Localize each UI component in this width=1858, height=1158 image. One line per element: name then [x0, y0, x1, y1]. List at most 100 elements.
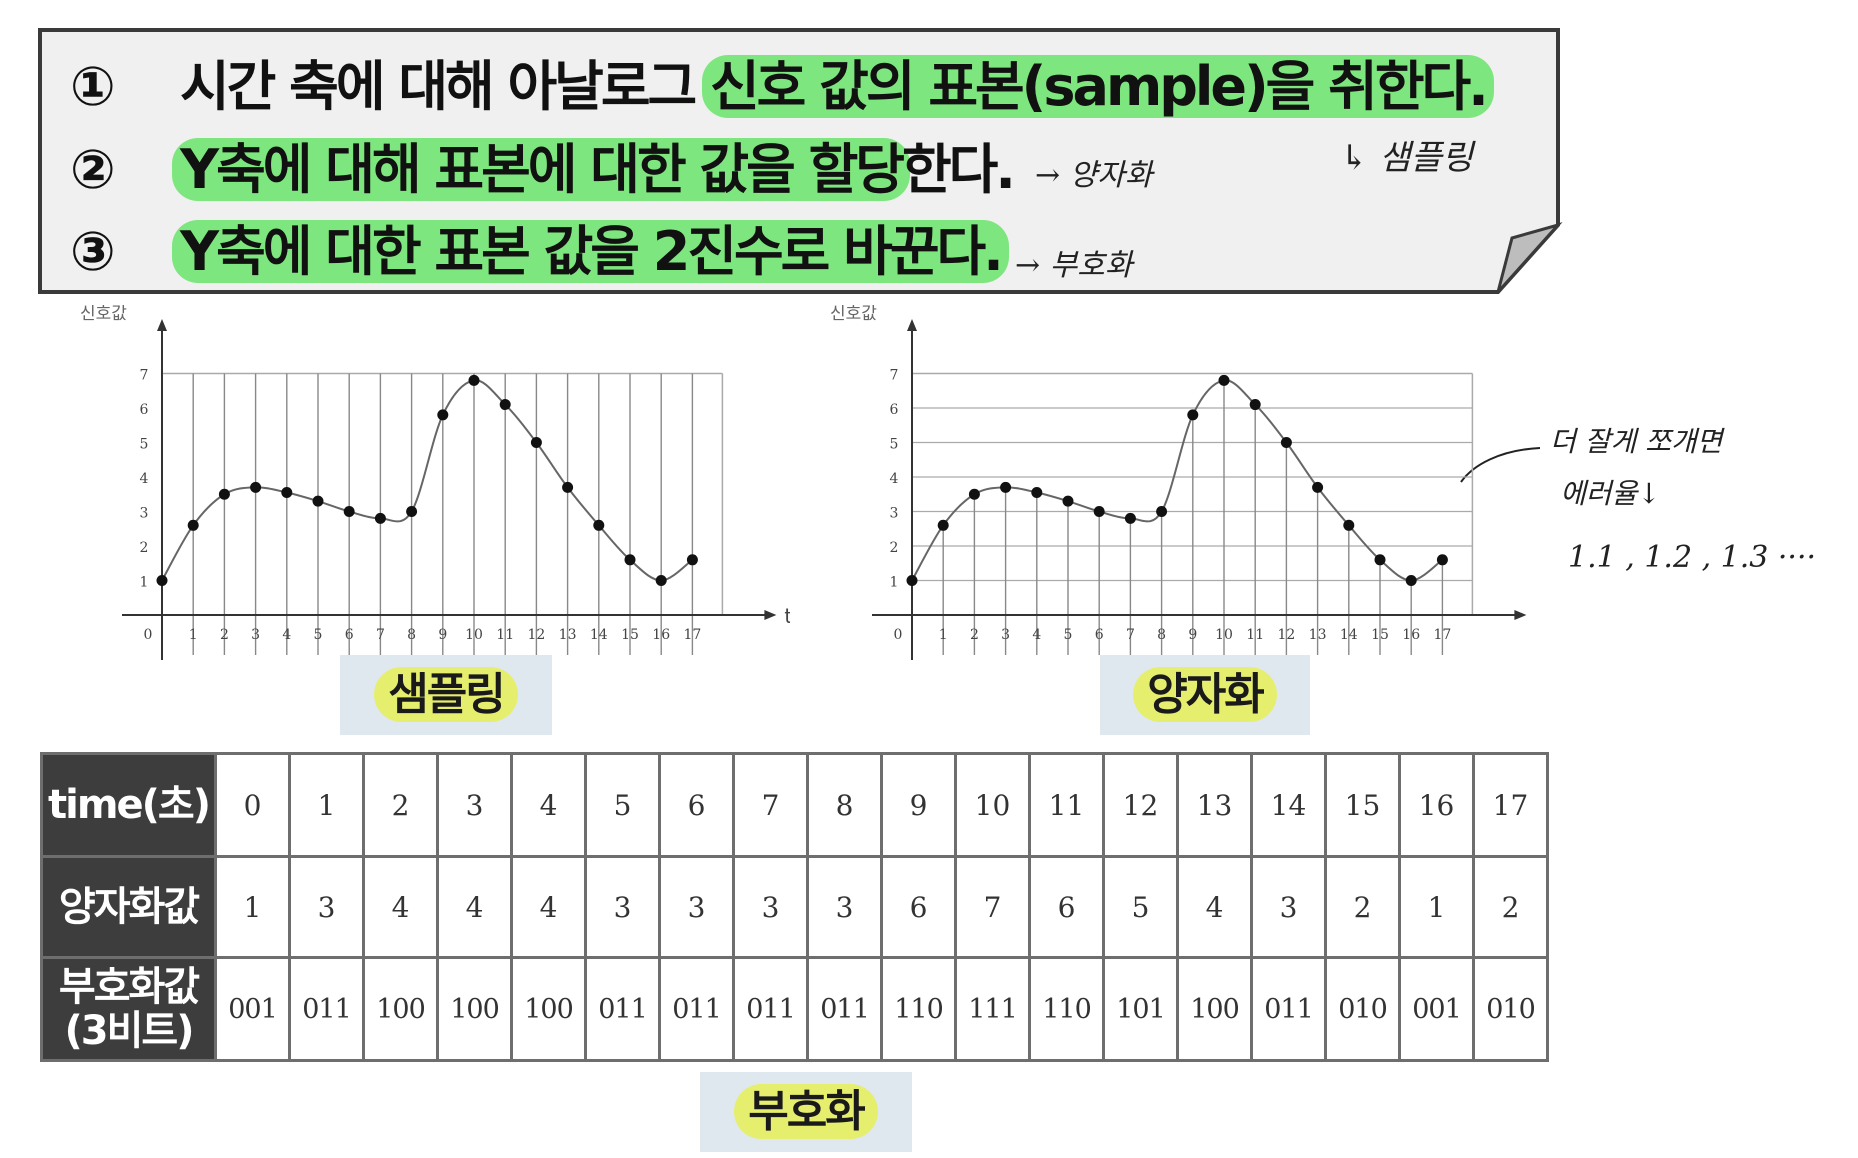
sample-point — [187, 519, 199, 531]
sample-point — [1218, 374, 1230, 386]
table-cell-time: 3 — [436, 752, 513, 858]
x-tick-label: 13 — [1309, 627, 1327, 643]
table-cell-time: 17 — [1472, 752, 1549, 858]
table-cell-time: 2 — [362, 752, 439, 858]
table-cell-quantized: 1 — [1398, 855, 1475, 959]
sample-point — [499, 399, 511, 411]
x-tick-label: 12 — [527, 627, 545, 643]
table-cell-time: 16 — [1398, 752, 1475, 858]
y-tick-label: 7 — [890, 368, 899, 384]
y-tick-label: 5 — [890, 437, 899, 453]
x-tick-label: 3 — [251, 627, 260, 643]
sample-point — [686, 554, 698, 566]
step-highlight: Y축에 대한 표본 값을 2진수로 바꾼다. — [172, 220, 1009, 283]
table-cell-time: 4 — [510, 752, 587, 858]
table-cell-time: 10 — [954, 752, 1031, 858]
table-cell-encoded: 011 — [288, 956, 365, 1062]
table-cell-quantized: 3 — [584, 855, 661, 959]
x-tick-label: 0 — [144, 627, 153, 643]
table-cell-quantized: 2 — [1472, 855, 1549, 959]
table-cell-encoded: 100 — [1176, 956, 1253, 1062]
right-handnote-1: 더 잘게 쪼개면 — [1550, 425, 1723, 458]
table-cell-quantized: 4 — [1176, 855, 1253, 959]
x-tick-label: 15 — [1371, 627, 1389, 643]
y-tick-label: 4 — [890, 471, 899, 487]
right-handnote-2: 에러율↓ — [1560, 477, 1661, 510]
table-cell-encoded: 001 — [1398, 956, 1475, 1062]
sample-point — [312, 495, 324, 507]
table-cell-time: 1 — [288, 752, 365, 858]
x-axis-arrow — [1514, 610, 1527, 620]
x-tick-label: 5 — [314, 627, 323, 643]
sample-point — [937, 519, 949, 531]
table-cell-time: 9 — [880, 752, 957, 858]
sample-point — [530, 437, 542, 448]
step-highlight: 신호 값의 표본(sample)을 취한다. — [702, 55, 1494, 118]
x-tick-label: 11 — [1246, 627, 1264, 643]
y-tick-label: 7 — [140, 368, 149, 384]
row-header-time: time(초) — [40, 752, 217, 858]
sample-point — [1062, 495, 1074, 507]
x-tick-label: 14 — [590, 627, 608, 643]
y-tick-label: 2 — [890, 540, 899, 556]
y-axis-arrow — [907, 319, 917, 331]
right-handnote-3: 1.1 , 1.2 , 1.3 ···· — [1568, 540, 1817, 575]
row-header-encoded: 부호화값 (3비트) — [40, 956, 217, 1062]
table-cell-encoded: 010 — [1472, 956, 1549, 1062]
sample-point — [1249, 399, 1261, 411]
x-tick-label: 1 — [189, 627, 198, 643]
table-cell-encoded: 100 — [362, 956, 439, 1062]
table-cell-time: 15 — [1324, 752, 1401, 858]
x-tick-label: 4 — [1032, 627, 1041, 643]
table-cell-quantized: 1 — [214, 855, 291, 959]
table-cell-encoded: 001 — [214, 956, 291, 1062]
table-cell-time: 7 — [732, 752, 809, 858]
y-tick-label: 1 — [140, 575, 149, 591]
x-tick-label: 2 — [970, 627, 979, 643]
x-tick-label: 7 — [1126, 627, 1135, 643]
y-axis-label: 신호값 — [80, 305, 127, 324]
step-number: ② — [70, 138, 116, 201]
sample-point — [281, 487, 293, 499]
x-tick-label: 0 — [894, 627, 903, 643]
y-tick-label: 3 — [140, 506, 149, 522]
x-tick-label: 6 — [1095, 627, 1104, 643]
x-tick-label: 17 — [1433, 627, 1451, 643]
y-axis-label: 신호값 — [830, 305, 877, 324]
table-cell-quantized: 3 — [1250, 855, 1327, 959]
x-tick-label: 5 — [1064, 627, 1073, 643]
table-cell-encoded: 011 — [732, 956, 809, 1062]
table-cell-quantized: 6 — [880, 855, 957, 959]
table-cell-time: 6 — [658, 752, 735, 858]
sample-point — [1312, 481, 1324, 493]
sample-point — [406, 506, 418, 517]
step-text: 시간 축에 대해 아날로그 — [180, 55, 710, 118]
table-cell-time: 11 — [1028, 752, 1105, 858]
table-cell-encoded: 110 — [1028, 956, 1105, 1062]
table-cell-time: 13 — [1176, 752, 1253, 858]
x-tick-label: 4 — [282, 627, 291, 643]
table-cell-encoded: 100 — [510, 956, 587, 1062]
table-cell-quantized: 3 — [288, 855, 365, 959]
sample-point — [624, 554, 636, 566]
sample-point — [1124, 512, 1136, 524]
sample-point — [1156, 506, 1168, 517]
y-tick-label: 6 — [890, 402, 899, 418]
x-tick-label: 10 — [1215, 627, 1233, 643]
sample-point — [437, 409, 449, 421]
sample-point — [1343, 519, 1355, 531]
table-cell-encoded: 101 — [1102, 956, 1179, 1062]
grid — [161, 372, 724, 655]
x-tick-label: 12 — [1277, 627, 1295, 643]
x-tick-label: 15 — [621, 627, 639, 643]
sample-point — [1280, 437, 1292, 448]
x-axis-label: t — [784, 604, 790, 628]
step-text: 한다. — [901, 138, 1016, 201]
sample-point — [343, 506, 355, 517]
table-cell-quantized: 3 — [806, 855, 883, 959]
x-tick-label: 2 — [220, 627, 229, 643]
y-tick-label: 3 — [890, 506, 899, 522]
